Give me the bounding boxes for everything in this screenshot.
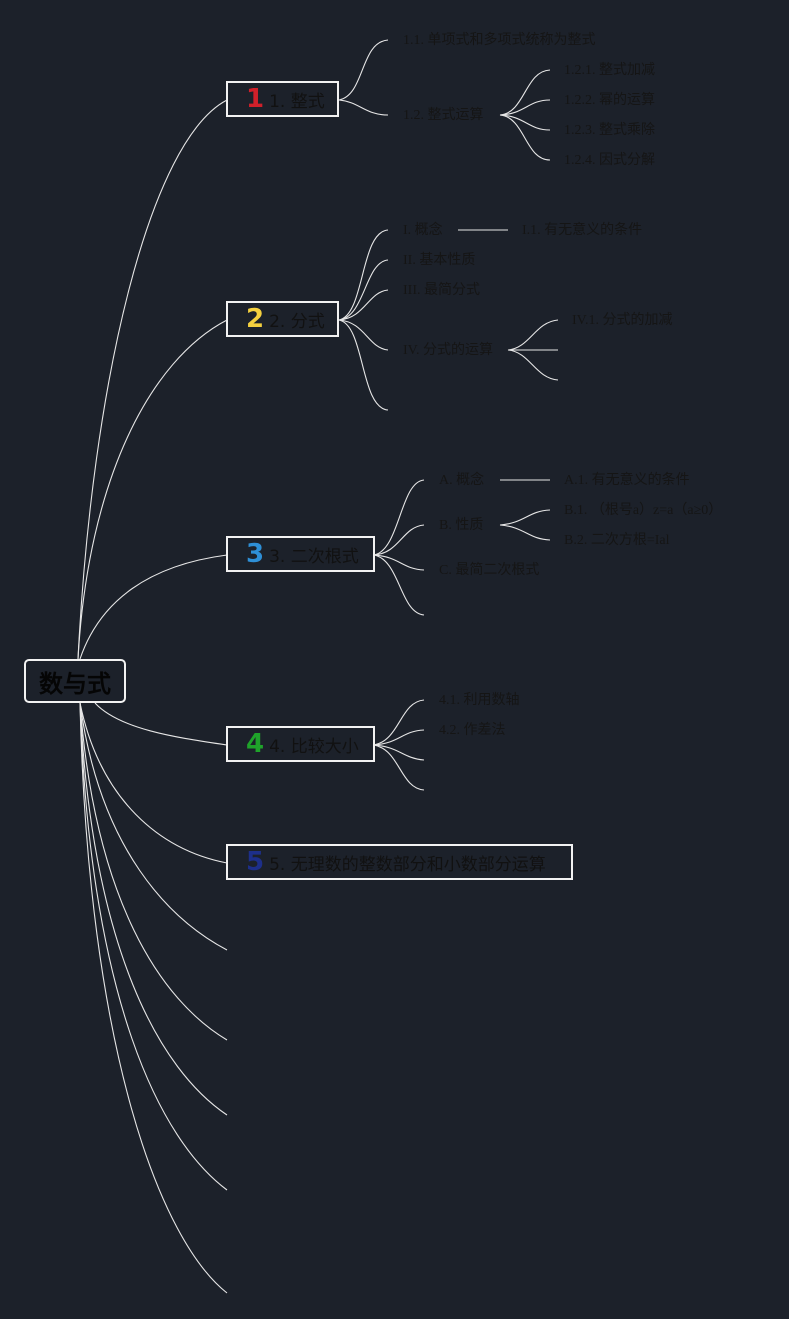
subtopic-node[interactable]: B.1. （根号a）z=a（a≥0） — [564, 503, 723, 518]
topic-label: 3. 二次根式 — [269, 546, 359, 567]
subtopic-node[interactable]: II. 基本性质 — [403, 253, 476, 268]
subtopic-node[interactable]: IV.1. 分式的加减 — [572, 313, 673, 328]
subtopic-node[interactable]: 1.2.1. 整式加减 — [564, 63, 655, 78]
topic-label: 1. 整式 — [269, 91, 325, 112]
subtopic-node[interactable]: 1.2.3. 整式乘除 — [564, 123, 655, 138]
subtopic-node[interactable]: B. 性质 — [439, 518, 484, 533]
subtopic-node[interactable]: I. 概念 — [403, 223, 443, 238]
topic-node-5[interactable]: 5 5. 无理数的整数部分和小数部分运算 — [226, 844, 573, 880]
subtopic-node[interactable]: 1.2.4. 因式分解 — [564, 153, 655, 168]
subtopic-node[interactable]: C. 最简二次根式 — [439, 563, 540, 578]
topic-node-4[interactable]: 4 4. 比较大小 — [226, 726, 375, 762]
topic-label: 5. 无理数的整数部分和小数部分运算 — [269, 854, 546, 875]
topic-number-icon: 1 — [246, 84, 265, 114]
topic-number-icon: 5 — [246, 847, 265, 877]
subtopic-node[interactable]: B.2. 二次方根=Ial — [564, 533, 670, 548]
subtopic-node[interactable]: A.1. 有无意义的条件 — [564, 473, 690, 488]
topic-number-icon: 2 — [246, 304, 265, 334]
subtopic-node[interactable]: A. 概念 — [439, 473, 485, 488]
subtopic-node[interactable]: 4.1. 利用数轴 — [439, 693, 520, 708]
subtopic-node[interactable]: 4.2. 作差法 — [439, 723, 506, 738]
subtopic-node[interactable]: 1.2. 整式运算 — [403, 108, 484, 123]
subtopic-node[interactable]: III. 最简分式 — [403, 283, 480, 298]
subtopic-node[interactable]: I.1. 有无意义的条件 — [522, 223, 643, 238]
topic-number-icon: 3 — [246, 539, 265, 569]
topic-node-1[interactable]: 1 1. 整式 — [226, 81, 339, 117]
subtopic-node[interactable]: 1.2.2. 幂的运算 — [564, 93, 655, 108]
subtopic-node[interactable]: 1.1. 单项式和多项式统称为整式 — [403, 33, 596, 48]
topic-node-3[interactable]: 3 3. 二次根式 — [226, 536, 375, 572]
topic-label: 4. 比较大小 — [269, 736, 359, 757]
subtopic-node[interactable]: IV. 分式的运算 — [403, 343, 493, 358]
topic-number-icon: 4 — [246, 729, 265, 759]
root-node[interactable]: 数与式 — [24, 659, 126, 703]
topic-node-2[interactable]: 2 2. 分式 — [226, 301, 339, 337]
root-label: 数与式 — [39, 669, 111, 698]
topic-label: 2. 分式 — [269, 311, 325, 332]
